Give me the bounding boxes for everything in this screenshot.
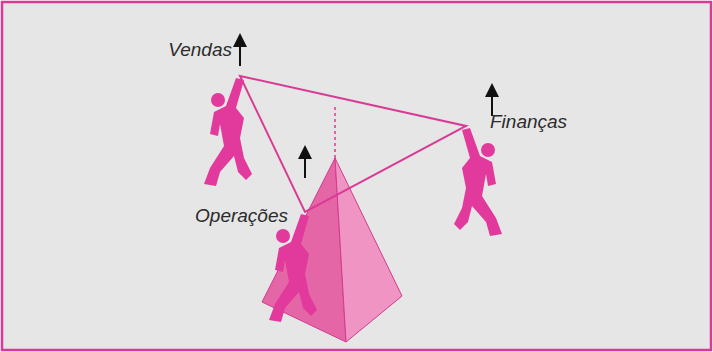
function-label: Finanças [490,112,567,133]
function-label: Vendas [168,40,232,61]
figure-financas [454,128,502,236]
triangle [240,76,466,212]
function-label: Operações [195,206,288,227]
up-arrow [304,152,306,178]
figure-operacoes [269,214,317,322]
figure-vendas [204,78,252,186]
up-arrow [239,40,241,66]
